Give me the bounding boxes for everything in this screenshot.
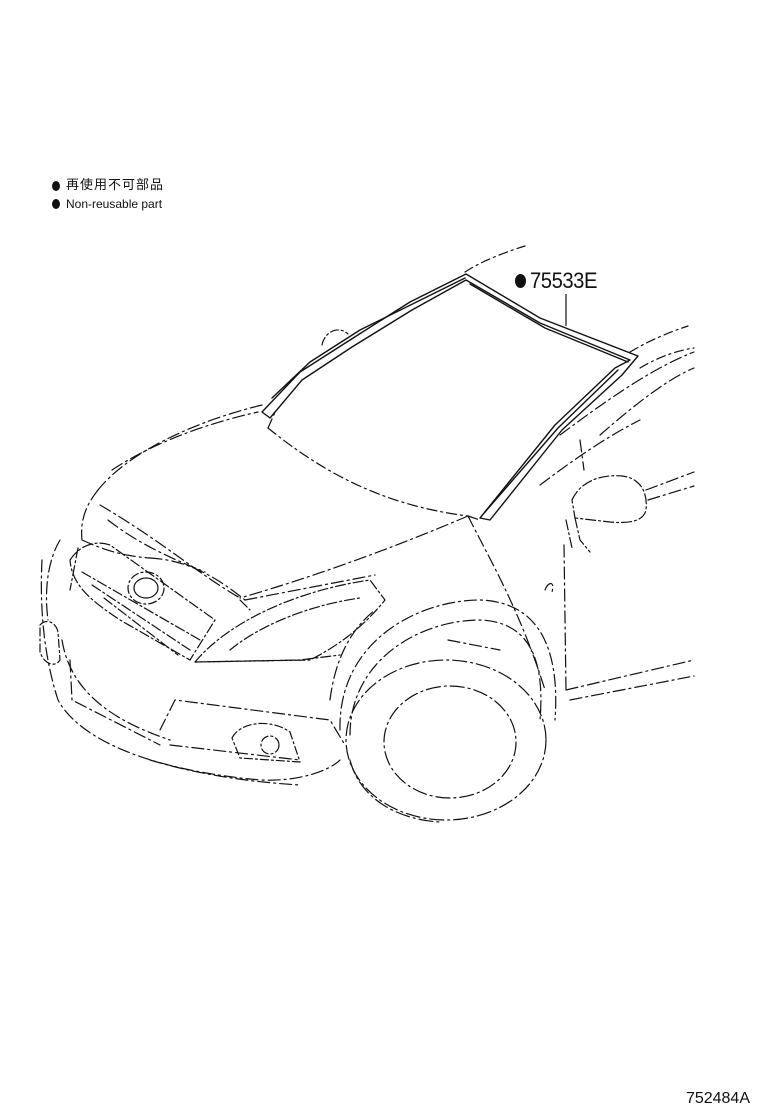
non-reusable-bullet-icon <box>515 274 526 288</box>
bullet-icon <box>52 199 60 209</box>
legend-label-jp: 再使用不可部品 <box>66 178 165 193</box>
windshield-glass <box>267 409 481 521</box>
bullet-icon <box>52 181 60 191</box>
grille <box>69 542 216 661</box>
cowl-top <box>321 329 349 346</box>
part-number: 75533E <box>530 268 598 293</box>
nose <box>45 539 376 621</box>
front-fender <box>329 582 557 736</box>
emblem <box>127 571 165 605</box>
windshield-molding <box>261 273 639 521</box>
fog-lamps <box>39 620 301 763</box>
front-tire <box>345 659 547 823</box>
headlamp <box>194 579 386 663</box>
side-mirror <box>565 475 647 553</box>
roof-lines <box>464 245 695 369</box>
figure-id: 752484A <box>685 1090 750 1107</box>
part-callout-75533e[interactable]: 75533E <box>515 268 603 294</box>
legend: 再使用不可部品 Non-reusable part <box>52 177 164 213</box>
a-pillar-door <box>467 351 695 701</box>
legend-item-non-reusable-en: Non-reusable part <box>52 195 164 213</box>
legend-item-non-reusable-jp: 再使用不可部品 <box>52 177 164 195</box>
front-bumper <box>40 559 346 786</box>
legend-label-en: Non-reusable part <box>66 197 163 211</box>
